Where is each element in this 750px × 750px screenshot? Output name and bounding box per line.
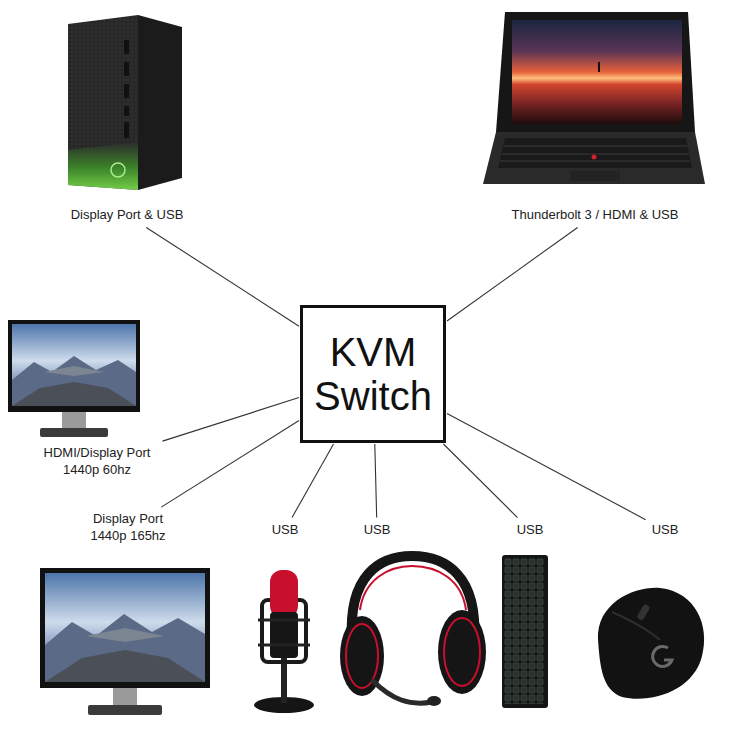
port-label: Display Port 1440p 165hz bbox=[82, 511, 174, 545]
keyboard bbox=[502, 555, 548, 708]
monitor-165hz-part bbox=[86, 628, 164, 642]
mouse-part bbox=[612, 612, 660, 640]
usb-headset bbox=[340, 556, 486, 706]
connector-line bbox=[146, 227, 299, 326]
device-label: Display Port 1440p 165hz bbox=[79, 510, 177, 546]
desktop-pc-part bbox=[124, 84, 129, 98]
laptop-part bbox=[570, 171, 620, 181]
monitor-165hz-part bbox=[88, 705, 162, 715]
laptop-part bbox=[598, 62, 600, 72]
connector-line bbox=[292, 444, 333, 518]
port-label: USB bbox=[364, 522, 391, 539]
device-label: Thunderbolt 3 / HDMI & USB bbox=[509, 206, 682, 225]
monitor-60hz-part bbox=[62, 412, 86, 428]
connector-line bbox=[443, 444, 517, 518]
desktop-pc-part bbox=[138, 15, 182, 190]
desktop-pc-part bbox=[124, 62, 129, 76]
laptop-part bbox=[512, 20, 682, 124]
keyboard-part bbox=[504, 558, 544, 704]
monitor-60hz-part bbox=[12, 356, 136, 406]
device-label: USB bbox=[361, 521, 394, 540]
desktop-pc bbox=[68, 15, 182, 190]
usb-headset-part bbox=[438, 610, 486, 694]
mouse bbox=[598, 588, 704, 699]
switch-box: KVM Switch bbox=[300, 305, 446, 443]
keyboard-part bbox=[502, 555, 548, 708]
mouse-part bbox=[653, 646, 672, 666]
monitor-165hz-part bbox=[45, 614, 205, 682]
laptop-part bbox=[504, 146, 687, 147]
device-label: USB bbox=[269, 521, 302, 540]
connector-line bbox=[161, 421, 299, 508]
device-label: HDMI/Display Port 1440p 60hz bbox=[32, 444, 162, 480]
desktop-pc-part bbox=[68, 15, 138, 190]
connector-line bbox=[447, 414, 646, 520]
usb-microphone-part bbox=[258, 619, 310, 622]
port-label: HDMI/Display Port 1440p 60hz bbox=[35, 445, 159, 479]
usb-headset-part bbox=[372, 680, 432, 703]
device-label: USB bbox=[649, 521, 682, 540]
monitor-60hz-part bbox=[44, 366, 104, 376]
monitor-60hz-part bbox=[12, 324, 136, 406]
laptop bbox=[483, 12, 705, 184]
device-label: USB bbox=[514, 521, 547, 540]
mouse-part bbox=[636, 604, 650, 621]
port-label: Thunderbolt 3 / HDMI & USB bbox=[512, 207, 679, 224]
connector-line bbox=[375, 444, 377, 518]
usb-microphone-part bbox=[270, 570, 298, 618]
port-label: USB bbox=[517, 522, 544, 539]
monitor-165hz-part bbox=[40, 568, 210, 688]
port-label: Display Port & USB bbox=[71, 207, 184, 224]
usb-headset-part bbox=[444, 618, 480, 686]
laptop-part bbox=[496, 12, 695, 132]
monitor-165hz-part bbox=[45, 650, 205, 682]
mouse-part bbox=[598, 588, 704, 699]
device-label: Display Port & USB bbox=[68, 206, 187, 225]
desktop-pc-part bbox=[111, 163, 125, 177]
laptop-part bbox=[502, 154, 689, 155]
laptop-part bbox=[498, 138, 692, 168]
connector-line bbox=[447, 227, 578, 321]
usb-microphone-part bbox=[258, 644, 310, 647]
usb-headset-part bbox=[360, 566, 466, 610]
monitor-165hz-part bbox=[45, 573, 205, 682]
laptop-part bbox=[592, 155, 597, 160]
port-label: USB bbox=[272, 522, 299, 539]
monitor-60hz-part bbox=[40, 428, 108, 437]
connector-line bbox=[163, 398, 299, 442]
monitor-165hz bbox=[40, 568, 210, 715]
desktop-pc-part bbox=[68, 142, 138, 190]
laptop-part bbox=[500, 161, 690, 162]
usb-headset-part bbox=[427, 696, 441, 706]
monitor-165hz-part bbox=[113, 688, 137, 705]
switch-title: KVM Switch bbox=[309, 330, 437, 418]
usb-microphone bbox=[254, 570, 314, 713]
desktop-pc-part bbox=[124, 40, 129, 54]
laptop-part bbox=[483, 132, 705, 184]
port-label: USB bbox=[652, 522, 679, 539]
desktop-pc-part bbox=[124, 106, 129, 116]
desktop-pc-part bbox=[124, 122, 129, 138]
usb-headset-part bbox=[346, 624, 378, 688]
monitor-60hz-part bbox=[12, 382, 136, 406]
monitor-60hz-part bbox=[8, 320, 140, 412]
monitor-60hz bbox=[8, 320, 140, 437]
